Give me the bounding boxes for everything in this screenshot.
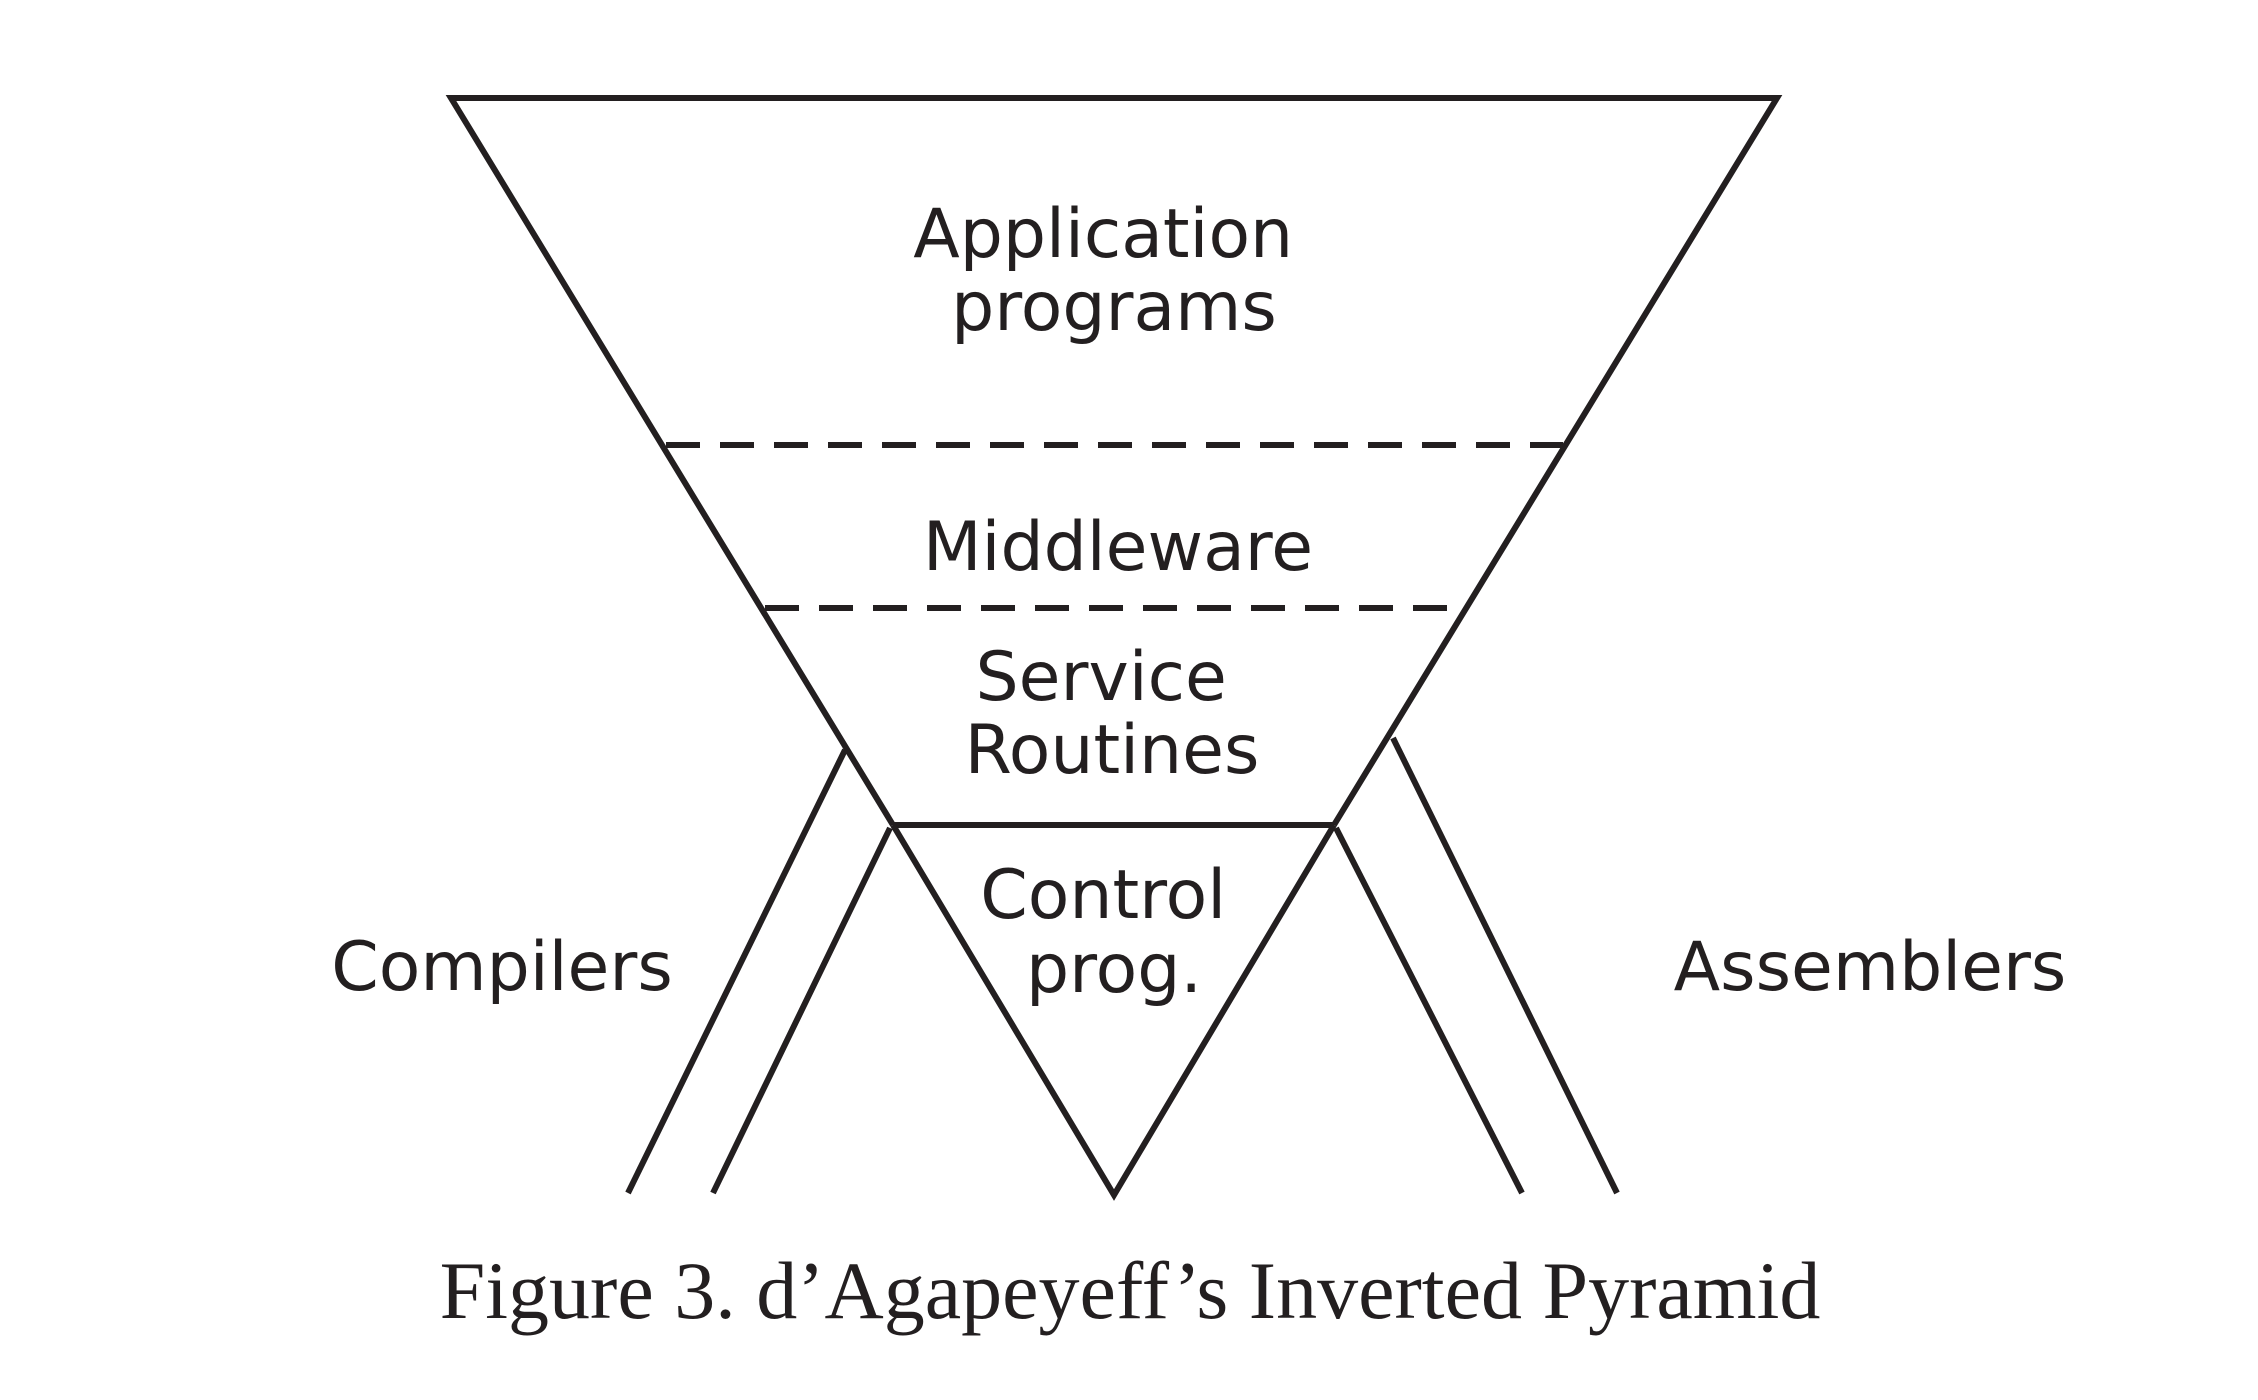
compilers-label: Compilers <box>331 928 673 1007</box>
middleware-label: Middleware <box>923 508 1313 587</box>
assemblers-label: Assemblers <box>1674 928 2067 1007</box>
service-routines-label: Service Routines <box>965 638 1260 790</box>
compilers-leg-inner <box>710 826 893 1195</box>
control-line-2: prog. <box>1026 930 1202 1009</box>
pyramid-outline <box>445 95 1783 827</box>
application-programs-label: Application programs <box>913 195 1315 347</box>
control-program-triangle <box>890 823 1337 1201</box>
control-line-1: Control <box>980 856 1226 935</box>
assemblers-leg-inner <box>1333 826 1525 1195</box>
figure-caption: Figure 3. d’Agapeyeff’s Inverted Pyramid <box>440 1245 1821 1336</box>
application-line-1: Application <box>913 195 1293 274</box>
assemblers-leg-outer <box>1390 736 1620 1195</box>
compilers-leg-outer <box>625 748 848 1195</box>
control-program-label: Control prog. <box>980 856 1247 1009</box>
application-line-2: programs <box>951 268 1277 347</box>
service-line-2: Routines <box>965 711 1260 790</box>
service-line-1: Service <box>976 638 1227 717</box>
